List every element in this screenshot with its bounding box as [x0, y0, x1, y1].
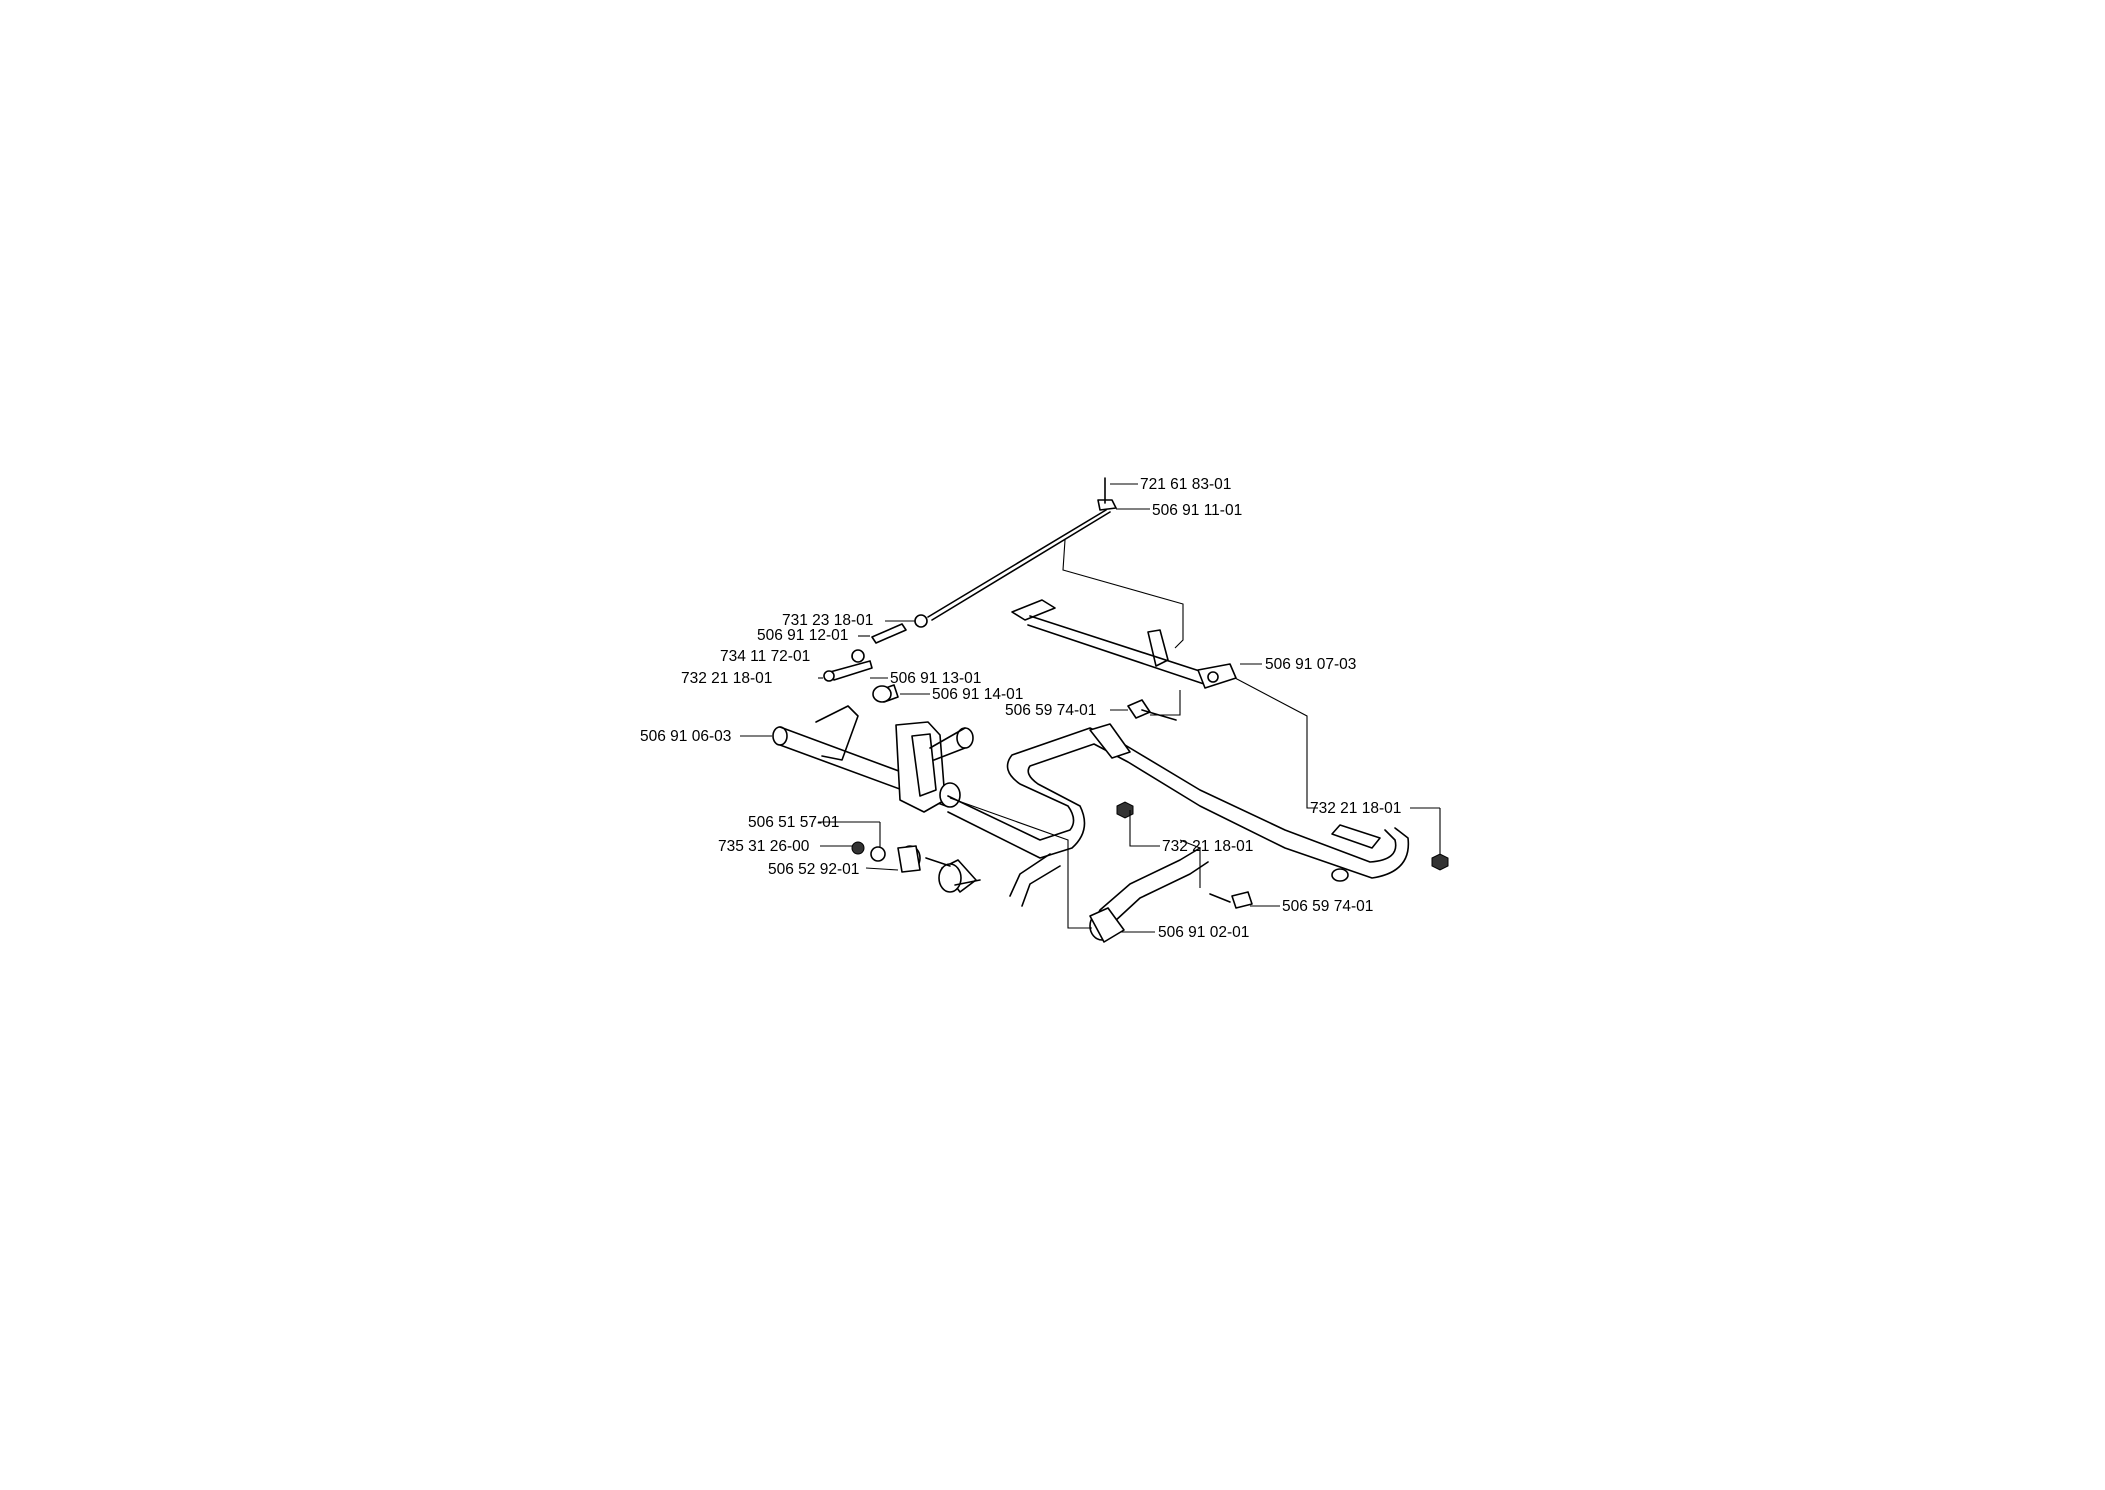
part-label: 506 51 57-01 — [748, 814, 839, 831]
upper-cross-bar — [1011, 599, 1237, 716]
part-label: 732 21 18-01 — [1310, 800, 1401, 817]
part-label: 735 31 26-00 — [718, 838, 810, 855]
leader-lines — [949, 677, 1318, 929]
left-shaft-assembly — [772, 685, 974, 813]
washer-nut-group — [851, 841, 951, 873]
part-label: 721 61 83-01 — [1140, 476, 1231, 493]
part-label: 506 59 74-01 — [1282, 898, 1373, 915]
part-label: 732 21 18-01 — [1162, 838, 1253, 855]
rod-fasteners — [823, 614, 928, 703]
part-labels: 721 61 83-01 506 91 11-01 731 23 18-01 5… — [640, 476, 1401, 941]
part-label: 506 91 07-03 — [1265, 656, 1356, 673]
callout-leaders — [740, 483, 1441, 933]
bolt-upper — [1127, 699, 1177, 721]
left-sleeve — [938, 859, 981, 893]
part-label: 506 91 12-01 — [757, 627, 848, 644]
bolt-lower — [1209, 891, 1253, 909]
part-label: 506 91 11-01 — [1152, 502, 1242, 519]
part-label: 731 23 18-01 — [782, 612, 873, 629]
part-label: 506 91 06-03 — [640, 728, 731, 745]
part-label: 732 21 18-01 — [681, 670, 772, 687]
part-label: 734 11 72-01 — [720, 648, 810, 665]
part-label: 506 59 74-01 — [1005, 702, 1096, 719]
part-label: 506 91 02-01 — [1158, 924, 1249, 941]
part-label: 506 91 14-01 — [932, 686, 1023, 703]
link-rod — [927, 477, 1184, 649]
part-label: 506 52 92-01 — [768, 861, 859, 878]
main-frame — [947, 723, 1410, 943]
nuts — [1116, 801, 1449, 871]
part-label: 506 91 13-01 — [890, 670, 981, 687]
